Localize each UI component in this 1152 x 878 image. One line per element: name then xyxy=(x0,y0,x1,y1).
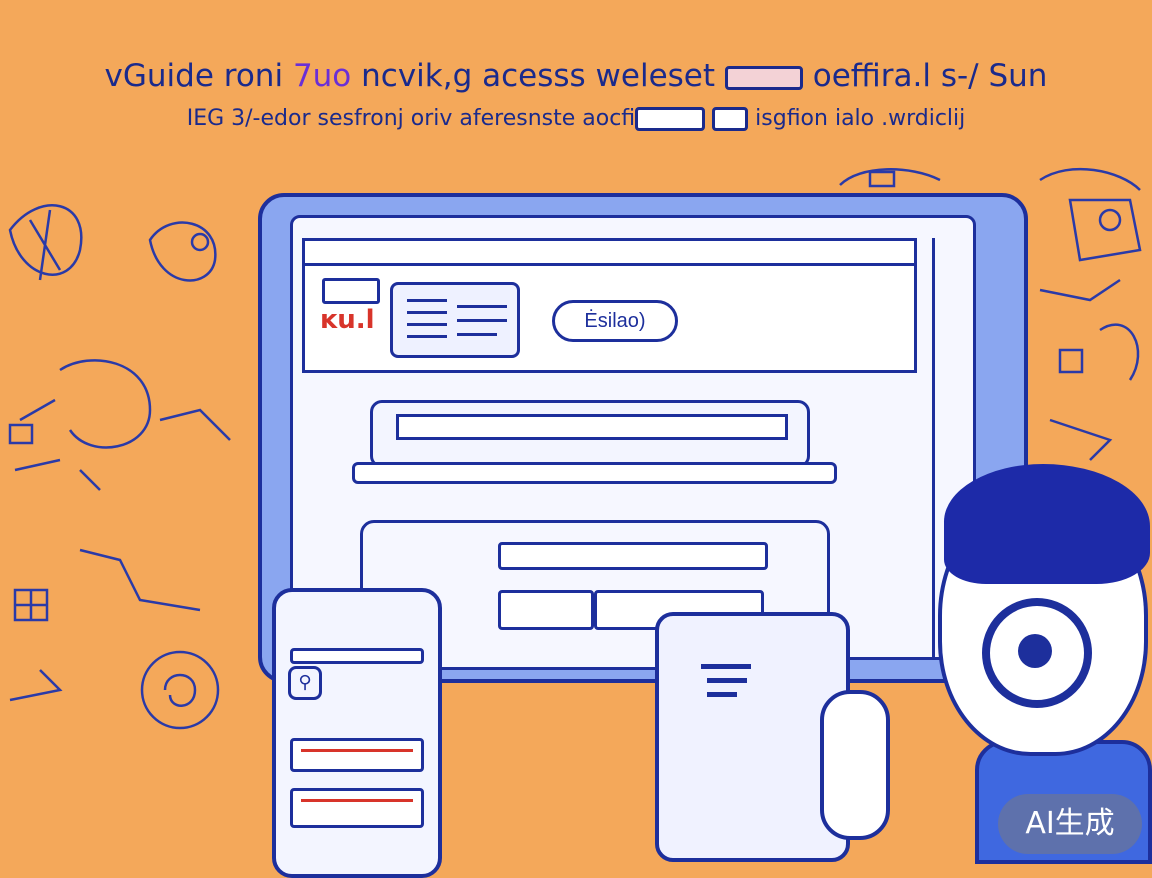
subheadline-part-2: isgfion ialo .wrdicl xyxy=(748,106,954,131)
headline-chip xyxy=(724,65,803,90)
right-doodles xyxy=(1039,167,1142,461)
document-icon[interactable] xyxy=(390,282,520,358)
headline: vGuide roni 7uo ncvik,g acesss weleset o… xyxy=(0,58,1152,94)
subheadline-chip-2 xyxy=(712,107,749,131)
top-right-doodle xyxy=(839,168,941,188)
headline-highlight: 7uo xyxy=(292,58,352,94)
subheadline-part-1: IEG 3/-edor sesfronj oriv aferesnste aoc… xyxy=(186,106,636,131)
hand xyxy=(820,690,890,840)
headline-part-2: ncvik,g acesss weleset xyxy=(351,58,716,94)
phone xyxy=(272,588,442,878)
headline-part-3: oeffira.l s- xyxy=(802,58,969,94)
headline-part-1: vGuide roni xyxy=(104,58,293,94)
logo-box xyxy=(322,278,380,304)
character-hair xyxy=(944,464,1150,584)
ai-watermark: AI生成 xyxy=(998,794,1142,854)
subheadline-chip-1 xyxy=(635,107,706,131)
tray-bar xyxy=(352,462,837,484)
toolbar-top-bar xyxy=(302,238,917,266)
magnifier-icon[interactable]: ⚲ xyxy=(288,666,322,700)
scrollbar-rail[interactable] xyxy=(932,238,975,658)
form-button-left[interactable] xyxy=(498,590,594,630)
subheadline: IEG 3/-edor sesfronj oriv aferesnste aoc… xyxy=(0,106,1152,131)
logo-mark: ĸu.l xyxy=(320,305,375,335)
headline-part-4: / Sun xyxy=(968,58,1048,94)
left-doodles xyxy=(8,204,231,730)
pupil xyxy=(1018,634,1052,668)
edit-button[interactable]: Ėsilao) xyxy=(552,300,678,342)
search-input[interactable] xyxy=(396,414,788,440)
subheadline-part-3: ij xyxy=(953,106,966,131)
form-row[interactable] xyxy=(498,542,768,570)
